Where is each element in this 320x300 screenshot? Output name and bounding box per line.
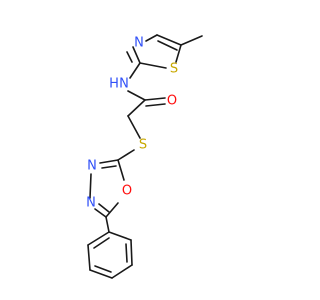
bond	[105, 202, 119, 218]
atom-labels: N S H N O S N N O	[86, 36, 178, 211]
bond	[127, 115, 141, 139]
bond	[101, 165, 117, 169]
bond	[145, 34, 158, 42]
bond	[117, 159, 125, 181]
bond	[180, 35, 203, 46]
bond	[132, 46, 141, 64]
bond	[98, 203, 110, 213]
amide-hydrogen-label: H	[109, 77, 119, 92]
bond	[87, 231, 110, 246]
thioether-sulfur-label: S	[139, 138, 147, 153]
bond	[87, 244, 91, 271]
bond	[108, 231, 132, 241]
bond	[126, 51, 133, 63]
bond	[127, 99, 146, 117]
molecule-structure: N S H N O S N N O	[86, 34, 203, 279]
bond	[175, 44, 182, 63]
bond	[139, 62, 167, 69]
bond	[94, 265, 112, 273]
bond	[117, 149, 135, 161]
bonds	[87, 34, 203, 279]
bond	[157, 40, 178, 51]
bond	[129, 62, 141, 79]
oxadiazole-nitrogen-label: N	[86, 196, 96, 211]
bond	[156, 34, 182, 46]
carbonyl-oxygen-label: O	[167, 94, 177, 109]
bond	[93, 237, 110, 249]
sulfur-atom-label: S	[170, 62, 178, 77]
bond	[105, 216, 110, 233]
bond	[89, 269, 113, 279]
bond	[94, 208, 107, 218]
bond	[130, 239, 133, 266]
bond	[111, 264, 133, 279]
bond	[145, 103, 166, 107]
amide-nitrogen-label: N	[119, 77, 129, 92]
oxadiazole-oxygen-label: O	[122, 184, 132, 199]
bond	[144, 97, 166, 101]
bond	[127, 90, 146, 101]
bond	[99, 159, 119, 164]
nitrogen-atom-label: N	[134, 36, 144, 51]
bond	[89, 173, 92, 199]
oxadiazole-nitrogen-label: N	[87, 159, 97, 174]
bond	[125, 243, 128, 263]
